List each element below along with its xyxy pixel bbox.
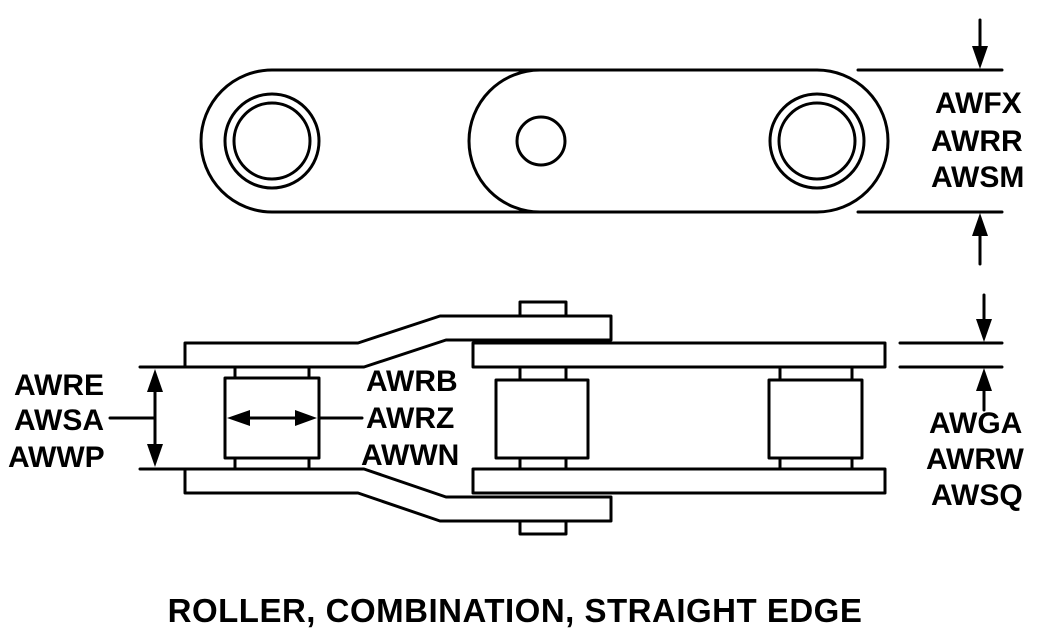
label-awsq: AWSQ [931, 479, 1023, 512]
label-awrz: AWRZ [366, 402, 454, 435]
label-awsm: AWSM [931, 161, 1024, 194]
plate-thickness-arrows [898, 293, 1004, 412]
label-awfx: AWFX [935, 87, 1022, 120]
top-view-link-plate [199, 68, 890, 214]
label-awga: AWGA [929, 407, 1022, 440]
label-awsa: AWSA [14, 404, 104, 437]
label-awrw: AWRW [926, 443, 1024, 476]
label-awwp: AWWP [8, 441, 105, 474]
label-awre: AWRE [14, 369, 104, 402]
label-awrr: AWRR [931, 125, 1023, 158]
roller-width-arrows [227, 410, 364, 426]
top-dimension-arrows [856, 18, 1004, 266]
label-awwn: AWWN [361, 439, 459, 472]
label-awrb: AWRB [366, 365, 458, 398]
left-dimension-arrows [108, 365, 187, 471]
diagram-caption: ROLLER, COMBINATION, STRAIGHT EDGE [168, 592, 863, 629]
side-view-chain [183, 300, 887, 536]
